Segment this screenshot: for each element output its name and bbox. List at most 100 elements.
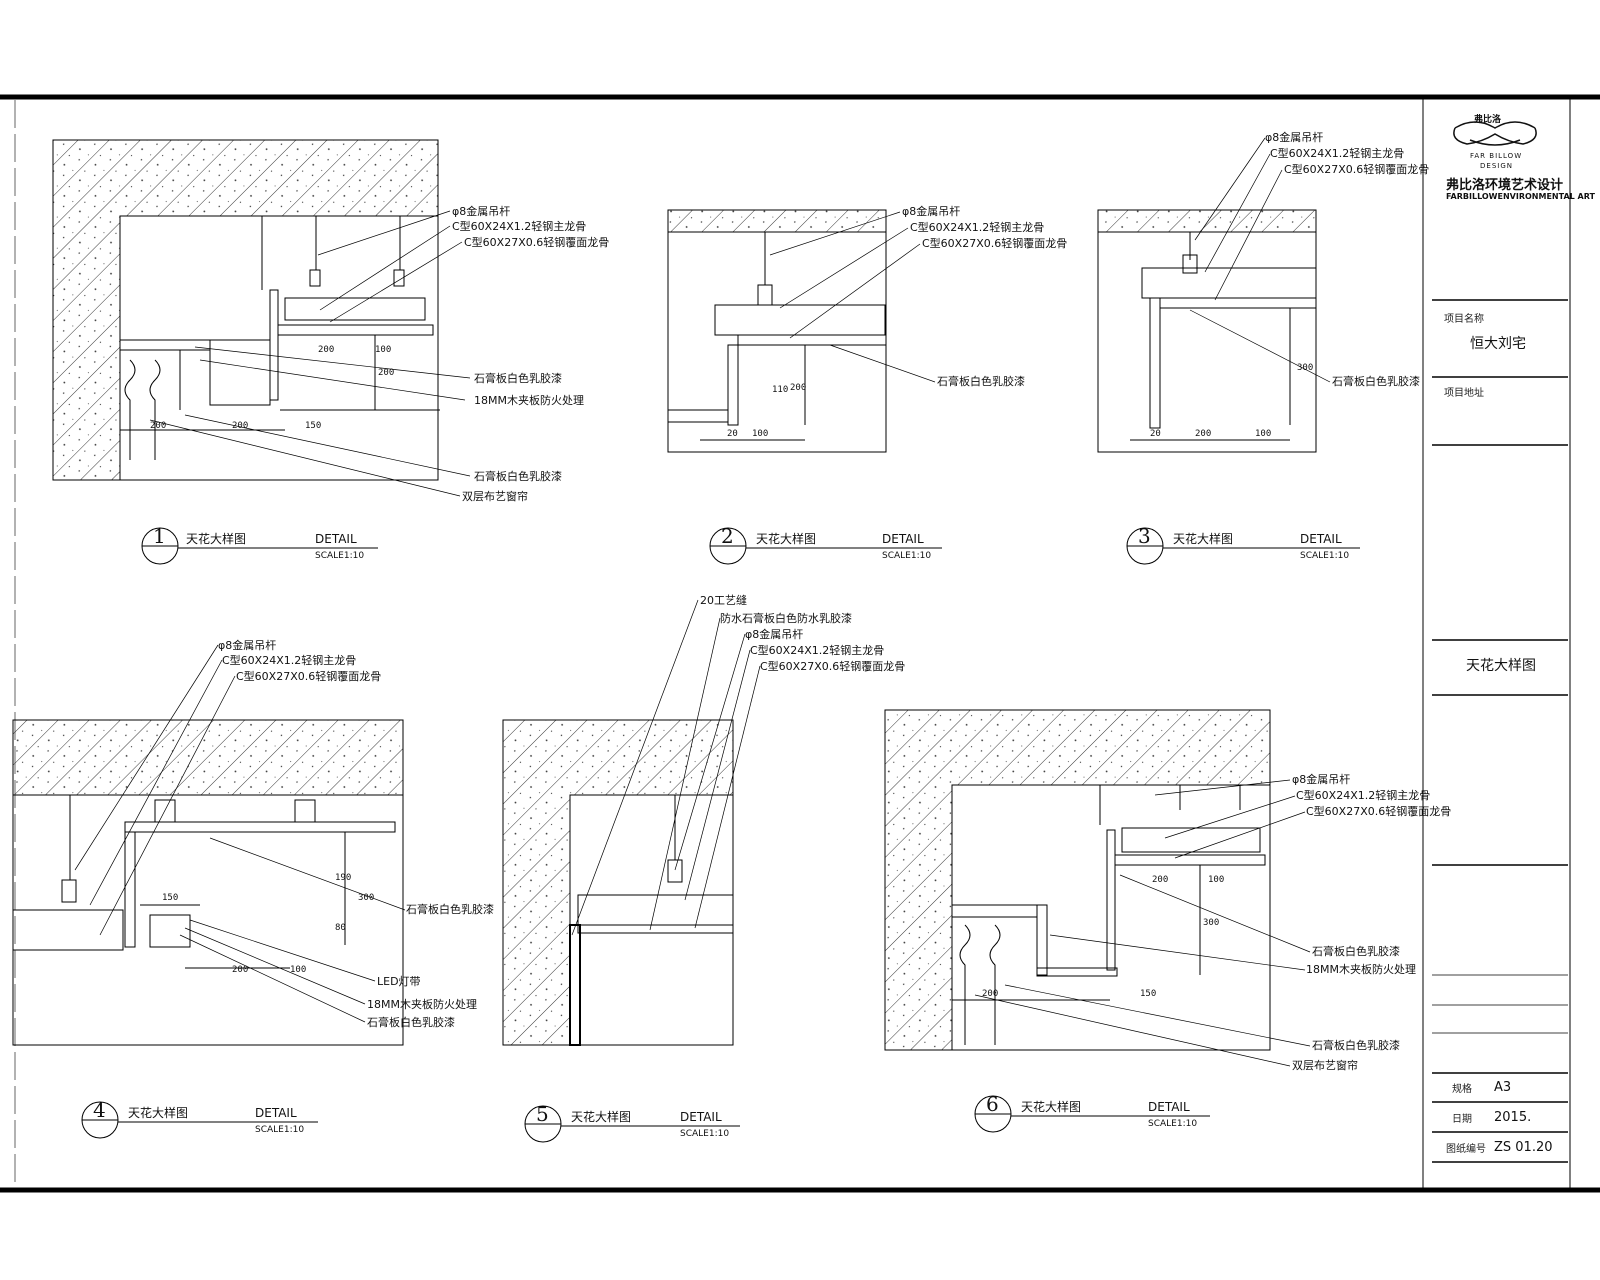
dim-190: 190 xyxy=(335,873,351,883)
label-rod: φ8金属吊杆 xyxy=(1265,130,1323,144)
logo-sub-2: DESIGN xyxy=(1480,162,1513,170)
detail-number: 6 xyxy=(986,1092,999,1116)
dim-200: 200 xyxy=(982,989,998,999)
dim-200: 200 xyxy=(1152,875,1168,885)
detail-title: 天花大样图 xyxy=(186,531,246,546)
label-main-keel: C型60X24X1.2轻钢主龙骨 xyxy=(222,653,356,667)
detail-scale: SCALE1:10 xyxy=(1148,1119,1197,1129)
detail-title: 天花大样图 xyxy=(1021,1099,1081,1114)
label-sub-keel: C型60X27X0.6轻钢覆面龙骨 xyxy=(922,236,1067,250)
company-name-cn: 弗比洛环境艺术设计 xyxy=(1446,178,1564,193)
label-sub-keel: C型60X27X0.6轻钢覆面龙骨 xyxy=(1284,162,1429,176)
size-label: 规格 xyxy=(1452,1084,1472,1095)
dim-100: 100 xyxy=(375,345,391,355)
label-wood-fire: 18MM木夹板防火处理 xyxy=(1306,962,1416,976)
label-main-keel: C型60X24X1.2轻钢主龙骨 xyxy=(750,643,884,657)
dim-200: 200 xyxy=(790,383,806,393)
label-gypsum-paint: 石膏板白色乳胶漆 xyxy=(1332,374,1420,388)
detail-title-3: 3 天花大样图 DETAIL SCALE1:10 xyxy=(1126,524,1360,565)
label-gypsum-paint: 石膏板白色乳胶漆 xyxy=(937,374,1025,388)
logo-emblem xyxy=(1453,121,1537,146)
date-value: 2015. xyxy=(1494,1110,1532,1125)
project-name-label: 项目名称 xyxy=(1444,314,1484,325)
sheet-frame xyxy=(0,94,1600,1193)
detail-3: 20 200 100 300 φ8金属吊杆 C型60X24X1.2轻钢主龙骨 C… xyxy=(1097,130,1429,453)
dim-100: 100 xyxy=(290,965,306,975)
dim-200: 200 xyxy=(318,345,334,355)
label-main-keel: C型60X24X1.2轻钢主龙骨 xyxy=(452,219,586,233)
company-name-en: FARBILLOWENVIRONMENTAL ART xyxy=(1446,192,1595,201)
dim-200: 200 xyxy=(232,421,248,431)
label-gypsum-paint: 石膏板白色乳胶漆 xyxy=(1312,1038,1400,1052)
detail-title-2: 2 天花大样图 DETAIL SCALE1:10 xyxy=(709,524,942,565)
label-gypsum-paint: 石膏板白色乳胶漆 xyxy=(474,371,562,385)
logo-text: 弗比洛 xyxy=(1474,115,1502,125)
detail-6: 200 100 300 200 150 φ8金属吊杆 C型60X24X1.2轻钢… xyxy=(884,709,1451,1072)
dim-200: 200 xyxy=(378,368,394,378)
detail-title: 天花大样图 xyxy=(756,531,816,546)
dim-150: 150 xyxy=(1140,989,1156,999)
detail-title-5: 5 天花大样图 DETAIL SCALE1:10 xyxy=(524,1102,740,1143)
label-wood-fire: 18MM木夹板防火处理 xyxy=(474,393,584,407)
dim-300: 300 xyxy=(1203,918,1219,928)
detail-caption: DETAIL xyxy=(255,1106,297,1120)
detail-caption: DETAIL xyxy=(315,532,357,546)
label-rod: φ8金属吊杆 xyxy=(1292,772,1350,786)
dim-100: 100 xyxy=(1208,875,1224,885)
label-curtain: 双层布艺窗帘 xyxy=(1292,1058,1358,1072)
detail-scale: SCALE1:10 xyxy=(255,1125,304,1135)
dim-150: 150 xyxy=(162,893,178,903)
label-main-keel: C型60X24X1.2轻钢主龙骨 xyxy=(910,220,1044,234)
detail-caption: DETAIL xyxy=(680,1110,722,1124)
label-gypsum-paint: 石膏板白色乳胶漆 xyxy=(406,902,494,916)
detail-number: 3 xyxy=(1138,524,1151,548)
detail-scale: SCALE1:10 xyxy=(680,1129,729,1139)
detail-title-4: 4 天花大样图 DETAIL SCALE1:10 xyxy=(81,1098,318,1139)
label-gap: 20工艺缝 xyxy=(700,593,747,607)
logo-sub-1: FAR BILLOW xyxy=(1470,152,1523,160)
detail-caption: DETAIL xyxy=(882,532,924,546)
detail-title-1: 1 天花大样图 DETAIL SCALE1:10 xyxy=(141,524,378,565)
label-rod: φ8金属吊杆 xyxy=(452,204,510,218)
project-address-label: 项目地址 xyxy=(1444,388,1484,399)
title-block-lines xyxy=(1432,299,1568,1163)
label-rod: φ8金属吊杆 xyxy=(745,627,803,641)
detail-1: 200 100 200 150 200 200 φ8金属吊杆 C型60X24X1… xyxy=(52,139,609,503)
label-waterproof: 防水石膏板白色防水乳胶漆 xyxy=(720,611,852,625)
detail-scale: SCALE1:10 xyxy=(315,551,364,561)
detail-number: 4 xyxy=(93,1098,106,1122)
dim-150: 150 xyxy=(305,421,321,431)
label-sub-keel: C型60X27X0.6轻钢覆面龙骨 xyxy=(760,659,905,673)
label-gypsum-paint: 石膏板白色乳胶漆 xyxy=(474,469,562,483)
detail-scale: SCALE1:10 xyxy=(882,551,931,561)
label-rod: φ8金属吊杆 xyxy=(218,638,276,652)
detail-title-6: 6 天花大样图 DETAIL SCALE1:10 xyxy=(974,1092,1210,1133)
detail-2: 20 100 200 110 φ8金属吊杆 C型60X24X1.2轻钢主龙骨 C… xyxy=(667,204,1067,453)
dim-80: 80 xyxy=(335,923,346,933)
label-main-keel: C型60X24X1.2轻钢主龙骨 xyxy=(1270,146,1404,160)
label-gypsum-paint: 石膏板白色乳胶漆 xyxy=(1312,944,1400,958)
size-value: A3 xyxy=(1494,1080,1512,1095)
date-label: 日期 xyxy=(1452,1114,1472,1125)
label-rod: φ8金属吊杆 xyxy=(902,204,960,218)
detail-number: 1 xyxy=(153,524,166,548)
detail-title: 天花大样图 xyxy=(571,1109,631,1124)
label-led: LED灯带 xyxy=(377,975,421,988)
dim-100: 100 xyxy=(752,429,768,439)
drawing-name: 天花大样图 xyxy=(1466,658,1536,674)
detail-scale: SCALE1:10 xyxy=(1300,551,1349,561)
dim-20: 20 xyxy=(727,429,738,439)
detail-number: 5 xyxy=(536,1102,549,1126)
detail-caption: DETAIL xyxy=(1300,532,1342,546)
dim-20: 20 xyxy=(1150,429,1161,439)
detail-title: 天花大样图 xyxy=(1173,531,1233,546)
dim-100: 100 xyxy=(1255,429,1271,439)
label-sub-keel: C型60X27X0.6轻钢覆面龙骨 xyxy=(464,235,609,249)
label-sub-keel: C型60X27X0.6轻钢覆面龙骨 xyxy=(236,669,381,683)
drawing-no-value: ZS 01.20 xyxy=(1494,1140,1553,1155)
dim-300: 300 xyxy=(358,893,374,903)
detail-number: 2 xyxy=(721,524,734,548)
dim-300: 300 xyxy=(1297,363,1313,373)
label-wood-fire: 18MM木夹板防火处理 xyxy=(367,997,477,1011)
